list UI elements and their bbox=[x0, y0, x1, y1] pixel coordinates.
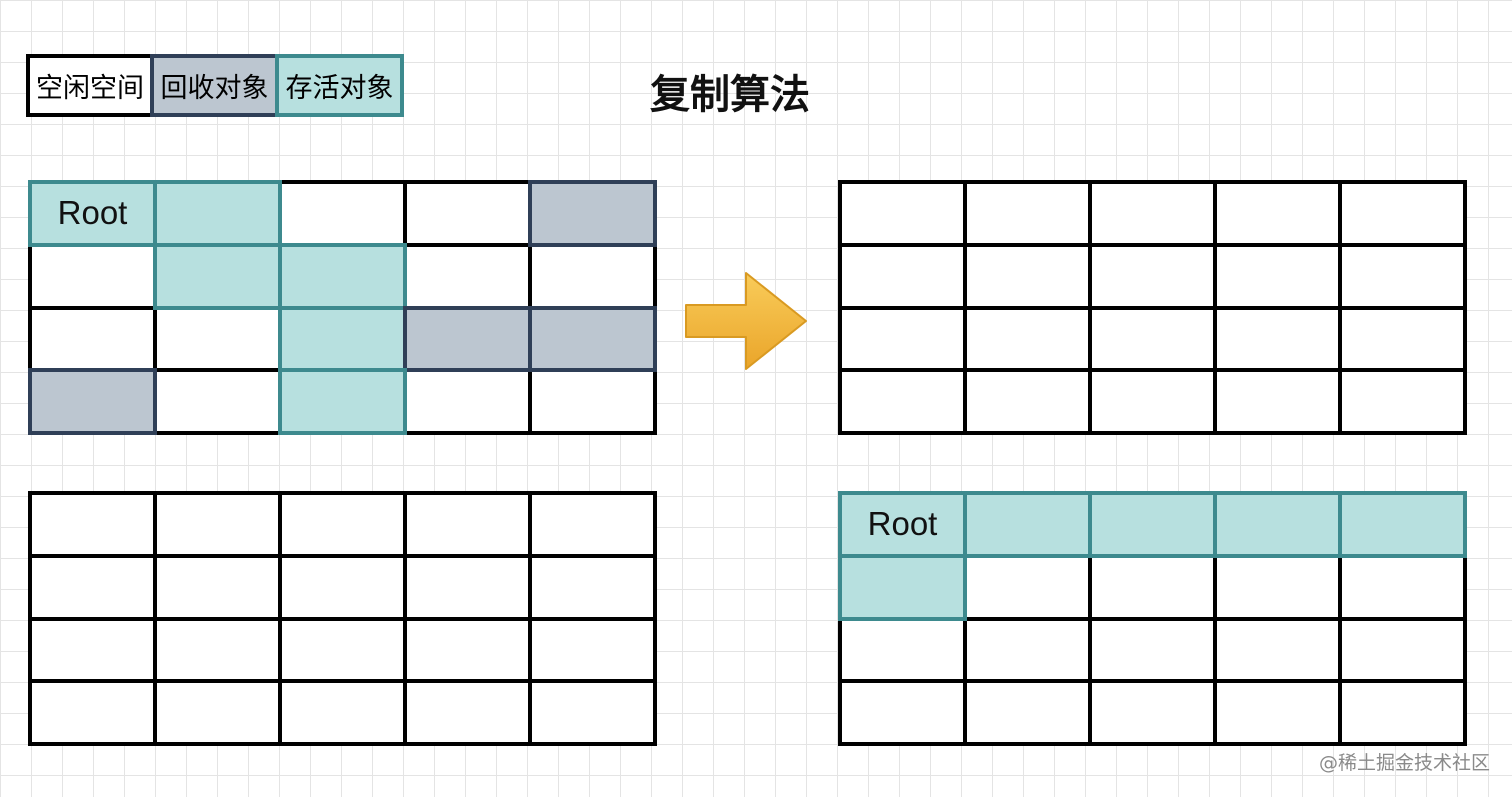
memory-cell-free bbox=[278, 616, 407, 684]
memory-cell-free bbox=[963, 242, 1092, 310]
memory-cell-free bbox=[963, 616, 1092, 684]
memory-cell-free bbox=[963, 553, 1092, 621]
memory-cell-dead bbox=[528, 305, 657, 373]
memory-cell-free bbox=[1213, 553, 1342, 621]
right-arrow-icon bbox=[685, 272, 807, 370]
memory-cell-free bbox=[28, 553, 157, 621]
memory-cell-live bbox=[1213, 491, 1342, 558]
memory-cell-live bbox=[153, 180, 282, 247]
memory-cell-free bbox=[838, 679, 967, 746]
memory-cell-free bbox=[528, 679, 657, 746]
memory-cell-free bbox=[1088, 242, 1217, 310]
memory-cell-free bbox=[1088, 616, 1217, 684]
watermark: @稀土掘金技术社区 bbox=[1318, 752, 1490, 774]
memory-cell-live bbox=[1338, 491, 1467, 558]
memory-cell-free bbox=[153, 368, 282, 435]
memory-cell-free bbox=[838, 242, 967, 310]
memory-cell-free bbox=[278, 180, 407, 247]
memory-cell-free bbox=[403, 242, 532, 310]
memory-cell-free bbox=[28, 305, 157, 373]
memory-cell-free bbox=[1338, 679, 1467, 746]
memory-cell-live bbox=[278, 242, 407, 310]
memory-cell-free bbox=[1088, 305, 1217, 373]
memory-cell-free bbox=[1088, 553, 1217, 621]
memory-cell-live bbox=[838, 553, 967, 621]
memory-cell-free bbox=[28, 491, 157, 558]
memory-cell-free bbox=[153, 679, 282, 746]
diagram-title: 复制算法 bbox=[650, 72, 810, 118]
memory-cell-free bbox=[278, 553, 407, 621]
memory-cell-free bbox=[28, 242, 157, 310]
memory-cell-free bbox=[153, 491, 282, 558]
legend-reclaimed-object: 回收对象 bbox=[150, 54, 279, 117]
memory-cell-free bbox=[1213, 368, 1342, 435]
memory-cell-free bbox=[278, 491, 407, 558]
memory-cell-free bbox=[1213, 616, 1342, 684]
memory-cell-free bbox=[1338, 368, 1467, 435]
root-label: Root bbox=[57, 194, 128, 232]
memory-cell-free bbox=[153, 553, 282, 621]
memory-cell-free bbox=[838, 305, 967, 373]
memory-cell-free bbox=[278, 679, 407, 746]
memory-cell-free bbox=[1088, 679, 1217, 746]
memory-cell-live bbox=[278, 305, 407, 373]
legend-live-object: 存活对象 bbox=[275, 54, 404, 117]
memory-cell-free bbox=[1213, 180, 1342, 247]
memory-cell-free bbox=[1338, 616, 1467, 684]
memory-cell-dead bbox=[403, 305, 532, 373]
memory-cell-live: Root bbox=[28, 180, 157, 247]
memory-cell-free bbox=[403, 553, 532, 621]
memory-cell-free bbox=[528, 616, 657, 684]
memory-cell-free bbox=[963, 368, 1092, 435]
root-label: Root bbox=[867, 505, 938, 543]
memory-cell-free bbox=[1338, 242, 1467, 310]
memory-cell-free bbox=[963, 305, 1092, 373]
memory-cell-free bbox=[1088, 180, 1217, 247]
memory-cell-dead bbox=[28, 368, 157, 435]
memory-cell-free bbox=[838, 368, 967, 435]
memory-cell-free bbox=[1338, 553, 1467, 621]
memory-cell-free bbox=[963, 180, 1092, 247]
memory-cell-free bbox=[528, 368, 657, 435]
memory-cell-live bbox=[153, 242, 282, 310]
memory-cell-free bbox=[963, 679, 1092, 746]
memory-grid-after-from bbox=[838, 180, 1467, 435]
legend: 空闲空间 回收对象 存活对象 bbox=[26, 54, 404, 117]
memory-cell-free bbox=[528, 491, 657, 558]
memory-cell-live bbox=[1088, 491, 1217, 558]
memory-cell-free bbox=[28, 679, 157, 746]
memory-cell-free bbox=[1213, 242, 1342, 310]
memory-cell-free bbox=[1338, 305, 1467, 373]
memory-cell-free bbox=[838, 616, 967, 684]
memory-cell-free bbox=[403, 616, 532, 684]
memory-grid-after-to: Root bbox=[838, 491, 1467, 746]
memory-cell-free bbox=[1213, 305, 1342, 373]
memory-cell-free bbox=[403, 368, 532, 435]
memory-cell-free bbox=[403, 180, 532, 247]
memory-cell-free bbox=[403, 491, 532, 558]
memory-cell-free bbox=[528, 553, 657, 621]
memory-cell-free bbox=[1213, 679, 1342, 746]
memory-cell-free bbox=[838, 180, 967, 247]
memory-cell-free bbox=[528, 242, 657, 310]
memory-cell-free bbox=[1338, 180, 1467, 247]
memory-cell-free bbox=[153, 616, 282, 684]
memory-cell-free bbox=[1088, 368, 1217, 435]
memory-cell-live bbox=[963, 491, 1092, 558]
memory-cell-dead bbox=[528, 180, 657, 247]
memory-cell-free bbox=[403, 679, 532, 746]
memory-cell-live: Root bbox=[838, 491, 967, 558]
legend-free-space: 空闲空间 bbox=[26, 54, 154, 117]
memory-cell-live bbox=[278, 368, 407, 435]
memory-grid-before-to bbox=[28, 491, 657, 746]
memory-grid-before-from: Root bbox=[28, 180, 657, 435]
memory-cell-free bbox=[153, 305, 282, 373]
memory-cell-free bbox=[28, 616, 157, 684]
